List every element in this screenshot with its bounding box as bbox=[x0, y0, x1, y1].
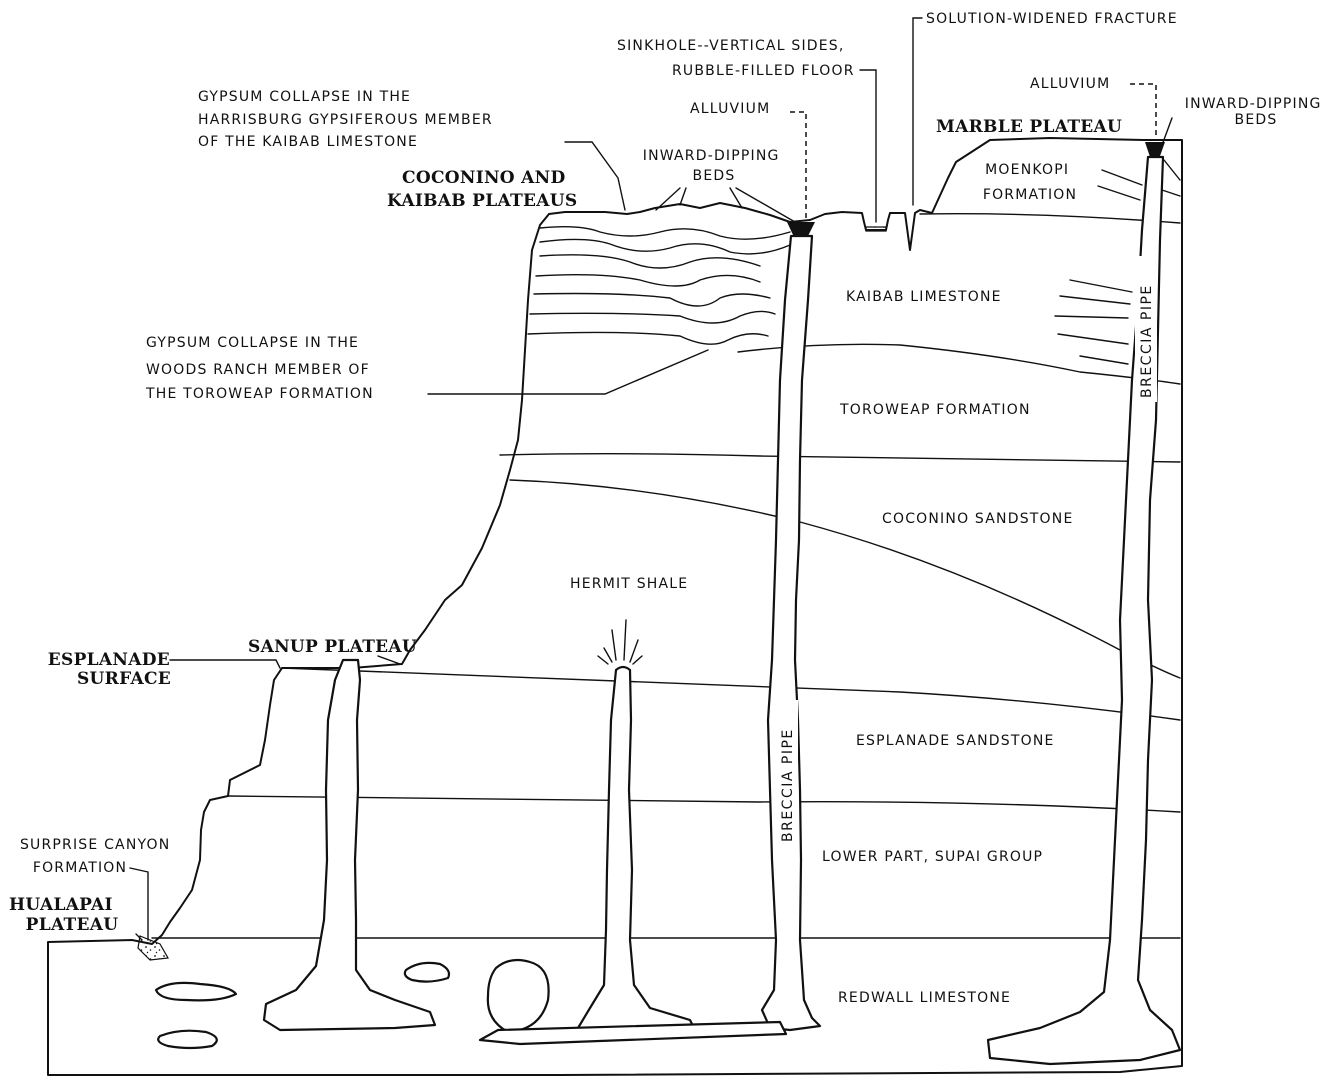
redwall-cave-3 bbox=[158, 1031, 217, 1048]
label-marble-plateau: MARBLE PLATEAU bbox=[936, 117, 1122, 137]
breccia-pipe-hermit bbox=[578, 667, 694, 1032]
label-gypsum-harrisburg: GYPSUM COLLAPSE IN THE HARRISBURG GYPSIF… bbox=[198, 89, 498, 150]
collapse-bed-2 bbox=[540, 239, 790, 253]
collapse-bed-7 bbox=[528, 332, 768, 344]
label-coconino-sandstone: COCONINO SANDSTONE bbox=[882, 511, 1074, 527]
breccia-pipe-center bbox=[762, 236, 820, 1030]
label-supai-group: LOWER PART, SUPAI GROUP bbox=[822, 849, 1043, 865]
label-hermit-shale: HERMIT SHALE bbox=[570, 576, 688, 592]
label-hualapai-plateau: HUALAPAI PLATEAU bbox=[9, 895, 119, 935]
label-coconino-kaibab-plateaus: COCONINO AND KAIBAB PLATEAUS bbox=[387, 168, 577, 211]
leader-esplanade-surface bbox=[170, 660, 280, 668]
label-inward-dipping-right: INWARD-DIPPING BEDS bbox=[1185, 96, 1328, 128]
redwall-cave-4 bbox=[488, 960, 549, 1032]
collapse-bed-5 bbox=[534, 294, 770, 307]
label-moenkopi: MOENKOPI FORMATION bbox=[983, 162, 1077, 203]
label-fracture: SOLUTION-WIDENED FRACTURE bbox=[926, 11, 1178, 27]
label-surprise-canyon: SURPRISE CANYON FORMATION bbox=[20, 837, 176, 876]
esplanade-supai-contact bbox=[228, 796, 1180, 812]
toroweap-coconino-contact bbox=[500, 454, 1180, 462]
sinkhole-rubble bbox=[866, 227, 886, 231]
redwall-cave-1 bbox=[156, 983, 236, 1001]
label-breccia-pipe-center: BRECCIA PIPE bbox=[780, 728, 796, 842]
kaibab-top-contact bbox=[920, 214, 1180, 223]
redwall-cave-2 bbox=[405, 963, 449, 982]
leader-alluvium-left bbox=[790, 112, 806, 220]
label-gypsum-woods-ranch: GYPSUM COLLAPSE IN THE WOODS RANCH MEMBE… bbox=[145, 335, 376, 402]
leader-fracture bbox=[913, 18, 922, 205]
label-toroweap: TOROWEAP FORMATION bbox=[839, 402, 1031, 418]
leader-sanup bbox=[378, 656, 400, 664]
label-alluvium-right: ALLUVIUM bbox=[1030, 76, 1110, 92]
collapse-bed-4 bbox=[536, 275, 760, 286]
label-sinkhole: SINKHOLE--VERTICAL SIDES, RUBBLE-FILLED … bbox=[617, 38, 855, 79]
leader-alluvium-right bbox=[1130, 84, 1156, 140]
leader-sinkhole bbox=[860, 70, 876, 222]
leader-surprise-canyon bbox=[130, 868, 148, 940]
label-sanup-plateau: SANUP PLATEAU bbox=[248, 637, 417, 657]
collapse-bed-6 bbox=[530, 311, 775, 323]
hermit-esplanade-contact bbox=[282, 668, 1180, 720]
collapse-bed-1 bbox=[540, 227, 790, 240]
hermit-pipe-top-fracturing bbox=[598, 620, 642, 664]
label-breccia-pipe-right: BRECCIA PIPE bbox=[1139, 284, 1155, 398]
leader-gypsum-woods-ranch bbox=[428, 350, 708, 394]
collapse-bed-3 bbox=[540, 255, 760, 268]
label-alluvium-left: ALLUVIUM bbox=[690, 101, 770, 117]
label-esplanade-sandstone: ESPLANADE SANDSTONE bbox=[856, 733, 1055, 749]
label-esplanade-surface: ESPLANADE SURFACE bbox=[48, 650, 177, 689]
alluvium-fill-left bbox=[787, 222, 815, 237]
label-redwall-limestone: REDWALL LIMESTONE bbox=[838, 990, 1011, 1006]
label-inward-dipping-left: INWARD-DIPPING BEDS bbox=[643, 148, 786, 184]
label-kaibab-limestone: KAIBAB LIMESTONE bbox=[846, 289, 1002, 305]
